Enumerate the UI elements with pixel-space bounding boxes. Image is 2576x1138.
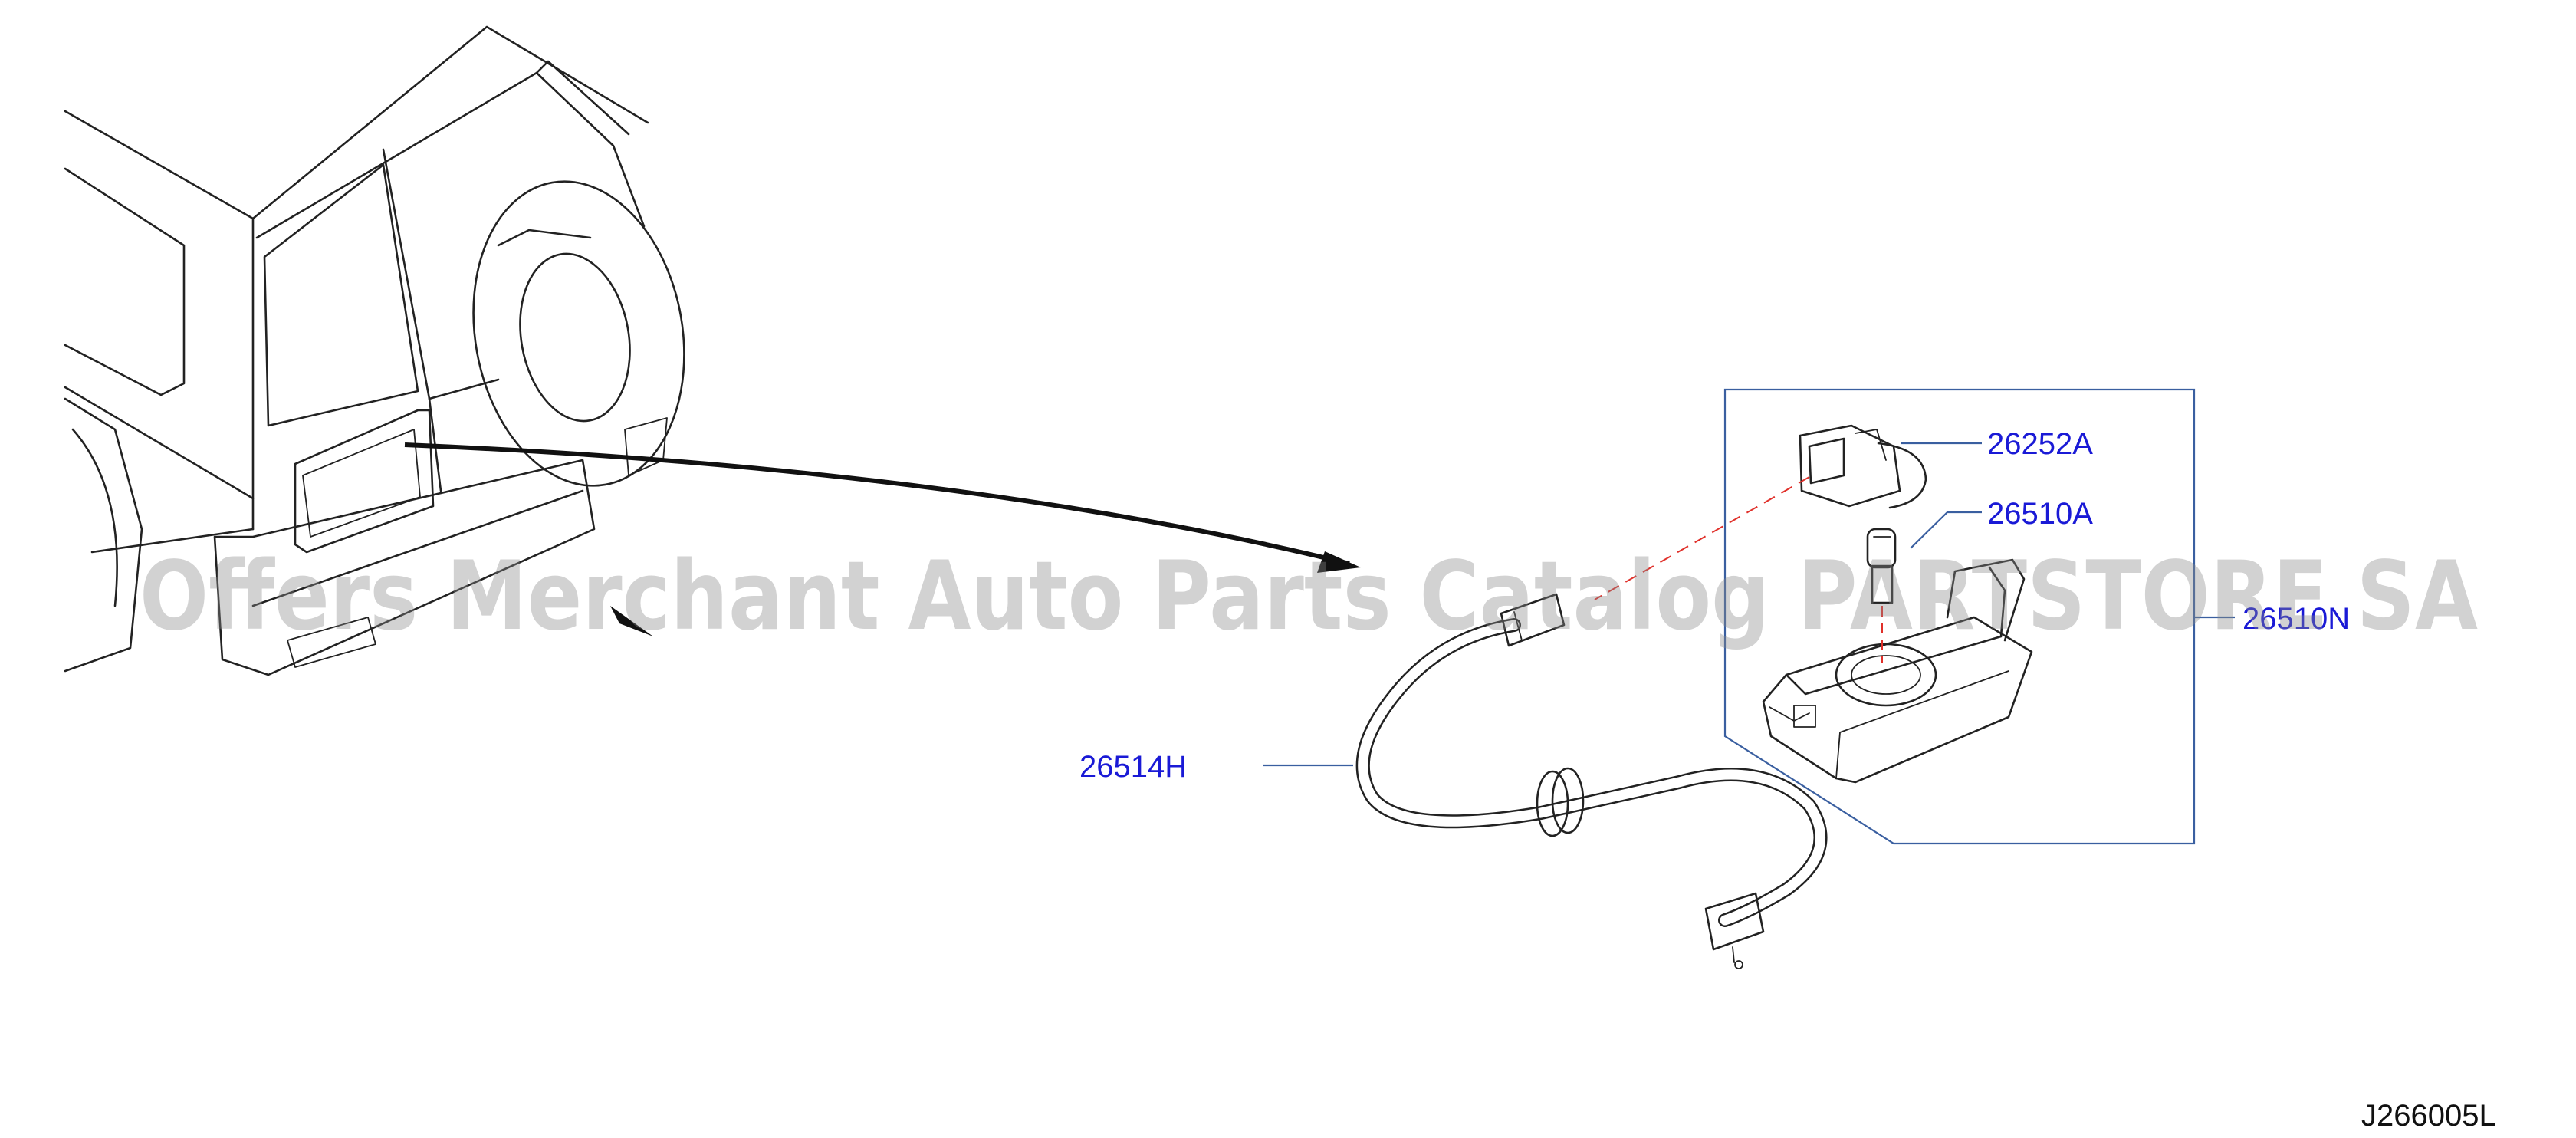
bulb-part <box>1866 528 1897 604</box>
assembly-callout-box <box>1723 388 2196 845</box>
part-number-26514H[interactable]: 26514H <box>1079 750 1187 784</box>
vehicle-rear-illustration <box>64 25 685 676</box>
watermark-text: Offers Merchant Auto Parts Catalog PARTS… <box>140 541 2478 652</box>
drawing-id: J266005L <box>2361 1099 2496 1133</box>
part-number-26252A[interactable]: 26252A <box>1987 427 2093 461</box>
assembly-alignment-lines <box>1594 476 1883 663</box>
lamp-housing-part <box>1762 558 2033 784</box>
wire-harness-part <box>1355 593 1828 969</box>
leader-lines <box>1263 442 2235 767</box>
part-number-26510N[interactable]: 26510N <box>2242 602 2350 636</box>
part-number-26510A[interactable]: 26510A <box>1987 497 2093 531</box>
bulb-socket-part <box>1799 424 1927 509</box>
locator-arrow <box>404 442 1361 636</box>
